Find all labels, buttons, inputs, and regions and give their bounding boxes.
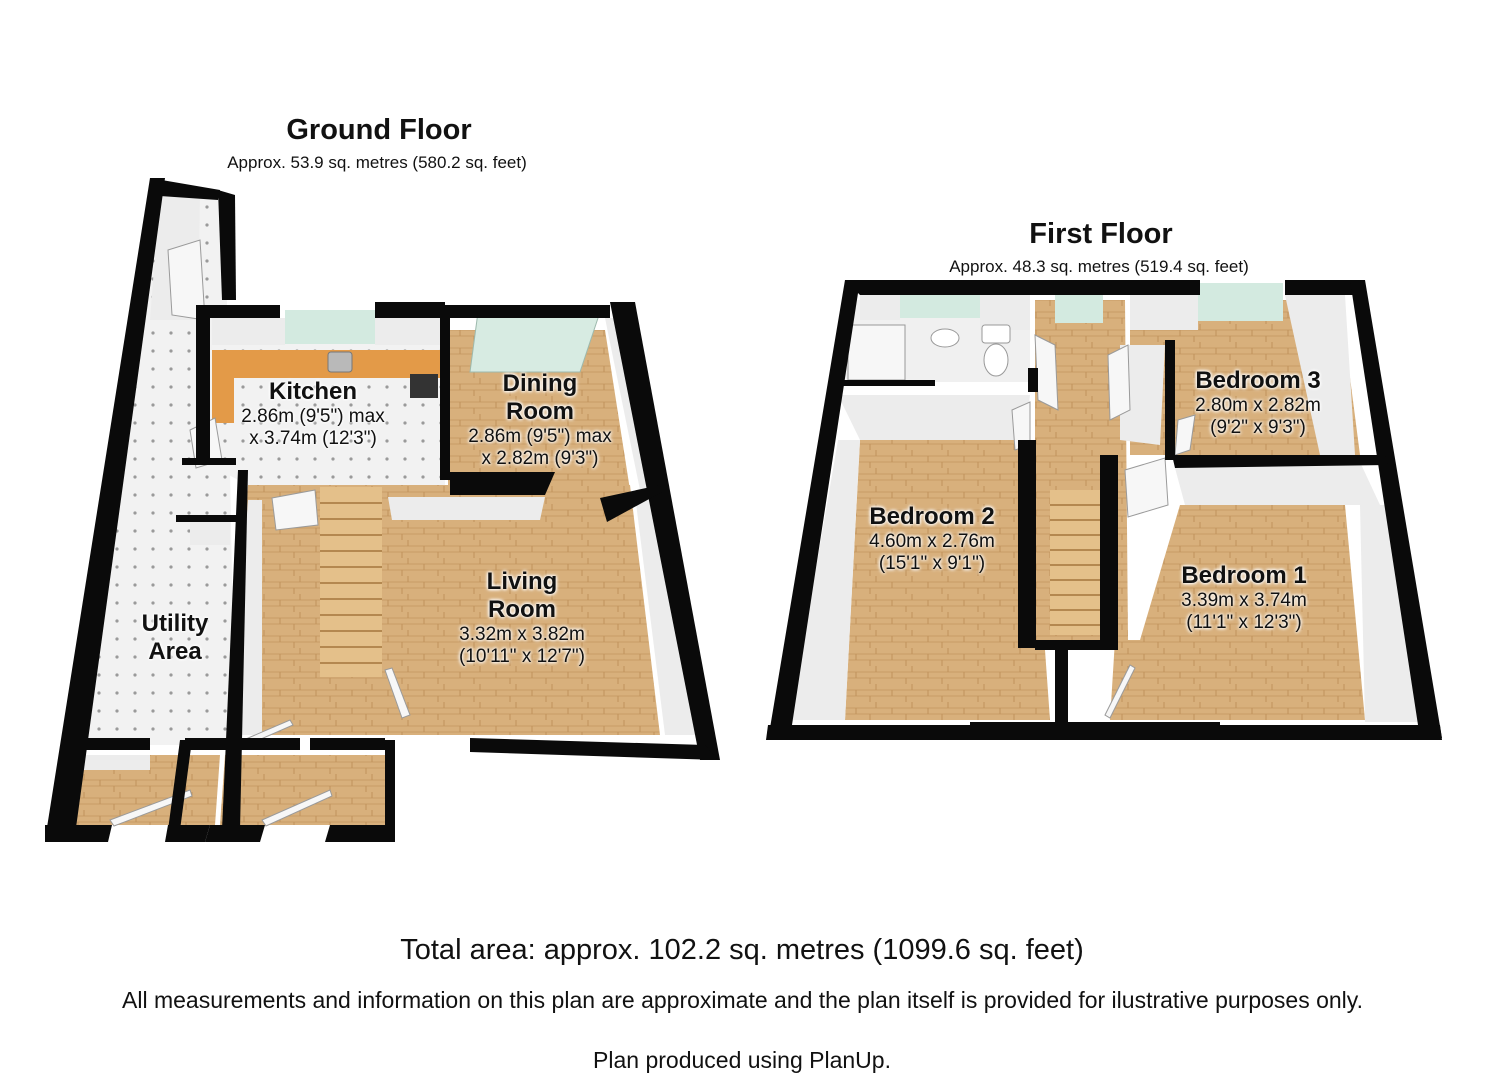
utility-area-name-2: Area [148, 638, 202, 665]
plan-credit: Plan produced using PlanUp. [593, 1047, 891, 1073]
bedroom1-floor [1110, 505, 1365, 720]
living-room-label: Living Room 3.32m x 3.82m (10'11" x 12'7… [422, 568, 622, 668]
living-room-name-2: Room [488, 596, 556, 623]
bedroom-3-dim-2: (9'2" x 9'3") [1210, 417, 1306, 438]
kitchen-name: Kitchen [268, 378, 357, 405]
hob [410, 374, 438, 398]
first-floor-plan [766, 280, 1442, 740]
bedroom2-floor [845, 440, 1050, 720]
kitchen-counter [212, 350, 440, 378]
living-room-name-1: Living [486, 568, 558, 595]
bedroom-3-name: Bedroom 3 [1195, 367, 1321, 394]
kitchen-counter-side [212, 378, 234, 423]
dining-room-dim-2: x 2.82m (9'3") [481, 448, 599, 469]
kitchen-dim-1: 2.86m (9'5") max [241, 406, 385, 427]
living-room-dim-2: (10'11" x 12'7") [458, 646, 585, 667]
bedroom-3-label: Bedroom 3 2.80m x 2.82m (9'2" x 9'3") [1158, 367, 1358, 439]
total-area: Total area: approx. 102.2 sq. metres (10… [400, 934, 1084, 966]
hall-floor [220, 755, 385, 825]
bedroom-2-name: Bedroom 2 [869, 503, 995, 530]
sink [327, 351, 353, 373]
bedroom-1-name: Bedroom 1 [1181, 562, 1307, 589]
dining-room-dim-1: 2.86m (9'5") max [468, 426, 612, 447]
bedroom-1-dim-2: (11'1" x 12'3") [1186, 612, 1302, 633]
first-floor-area: Approx. 48.3 sq. metres (519.4 sq. feet) [949, 257, 1249, 276]
disclaimer: All measurements and information on this… [122, 987, 1363, 1013]
bedroom3-window [1198, 283, 1283, 321]
bedroom-1-label: Bedroom 1 3.39m x 3.74m (11'1" x 12'3") [1144, 562, 1344, 634]
kitchen-dim-2: x 3.74m (12'3") [249, 428, 377, 449]
ground-floor-area: Approx. 53.9 sq. metres (580.2 sq. feet) [227, 153, 527, 172]
bedroom-3-dim-1: 2.80m x 2.82m [1195, 395, 1321, 416]
first-stairs [1050, 490, 1100, 635]
ground-stairs [320, 487, 382, 677]
kitchen-label: Kitchen 2.86m (9'5") max x 3.74m (12'3") [213, 378, 413, 450]
dining-room-name-1: Dining [502, 370, 578, 397]
bedroom-2-dim-1: 4.60m x 2.76m [869, 531, 995, 552]
bedroom-1-dim-1: 3.39m x 3.74m [1181, 590, 1307, 611]
utility-area-label: Utility Area [115, 610, 235, 666]
dining-room-label: Dining Room 2.86m (9'5") max x 2.82m (9'… [440, 370, 640, 470]
ground-floor-title: Ground Floor [286, 114, 472, 146]
living-room-dim-1: 3.32m x 3.82m [459, 624, 585, 645]
first-floor-title: First Floor [1029, 218, 1173, 250]
kitchen-window [285, 310, 375, 344]
dining-glazing [469, 311, 601, 373]
ground-floor-plan [45, 178, 720, 842]
bedroom-2-label: Bedroom 2 4.60m x 2.76m (15'1" x 9'1") [832, 503, 1032, 575]
utility-floor [70, 190, 235, 745]
utility-area-name-1: Utility [141, 610, 209, 637]
bedroom-2-dim-2: (15'1" x 9'1") [878, 553, 986, 574]
dining-room-name-2: Room [506, 398, 574, 425]
